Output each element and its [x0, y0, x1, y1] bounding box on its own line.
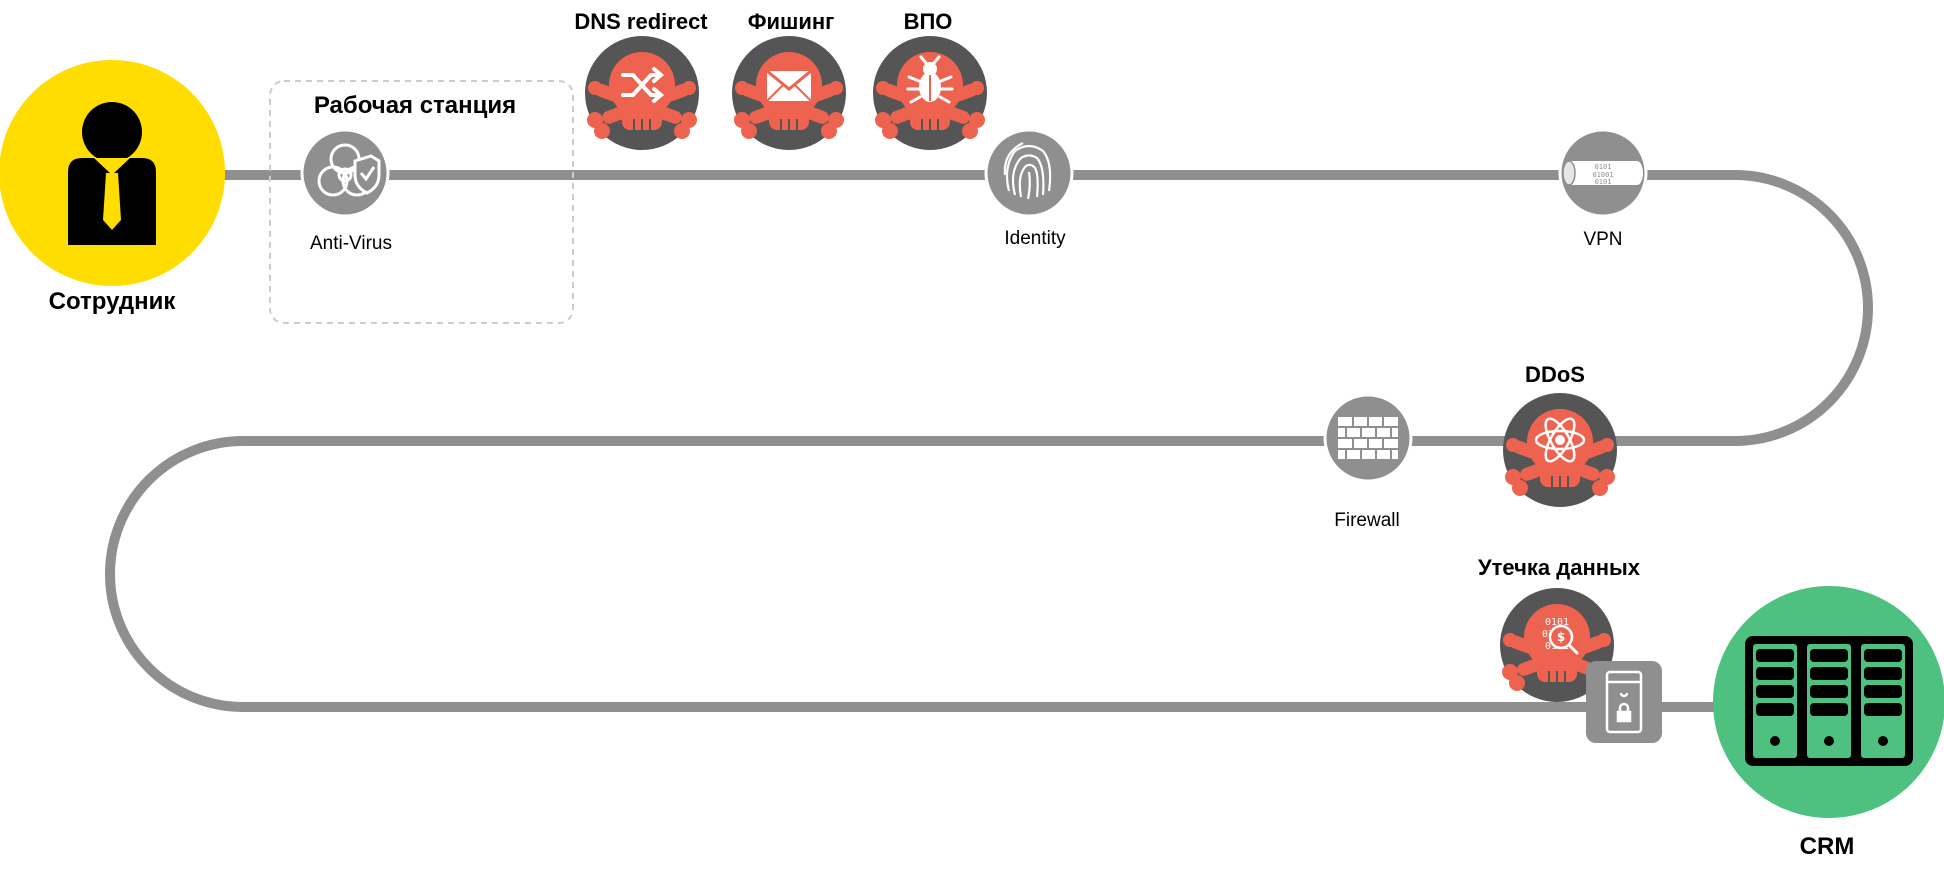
atom-icon — [1534, 417, 1586, 463]
connection-path — [105, 170, 1873, 712]
shuffle-arrows-icon — [621, 67, 665, 103]
antivirus-label: Anti-Virus — [309, 233, 393, 254]
ddos-threat[interactable] — [1502, 392, 1618, 508]
crm-node[interactable] — [1713, 586, 1944, 818]
person-with-tie-icon — [68, 102, 156, 245]
employee-label: Сотрудник — [48, 288, 176, 315]
dns-redirect-threat[interactable] — [584, 35, 700, 151]
phishing-threat[interactable] — [731, 35, 847, 151]
server-rack-icon — [1745, 636, 1913, 766]
vpn-node[interactable]: 0101 01001 0101 — [1558, 128, 1648, 218]
bug-icon — [906, 55, 954, 104]
locked-server-icon — [1605, 670, 1643, 734]
workstation-box — [269, 80, 574, 324]
svg-text:$: $ — [1557, 630, 1565, 644]
antivirus-node[interactable] — [300, 128, 390, 218]
brick-wall-icon — [1338, 417, 1398, 459]
malware-threat[interactable] — [872, 35, 988, 151]
identity-node[interactable] — [984, 128, 1074, 218]
vpn-label: VPN — [1583, 229, 1623, 250]
envelope-icon — [766, 69, 812, 102]
workstation-title: Рабочая станция — [313, 92, 517, 119]
svg-text:0101: 0101 — [1595, 163, 1612, 171]
data-leak-threat[interactable]: 0101 01001 0101 $ — [1499, 587, 1615, 703]
data-leak-label: Утечка данных — [1477, 555, 1641, 580]
binary-tunnel-icon: 0101 01001 0101 — [1562, 160, 1643, 186]
svg-text:0101: 0101 — [1545, 617, 1569, 628]
fingerprint-icon — [1003, 142, 1052, 200]
binary-search-icon: 0101 01001 0101 $ — [1542, 617, 1579, 655]
svg-text:0101: 0101 — [1595, 178, 1612, 186]
malware-label: ВПО — [903, 9, 953, 34]
dns-redirect-label: DNS redirect — [574, 9, 708, 34]
employee-node[interactable] — [0, 60, 225, 286]
identity-label: Identity — [1004, 228, 1066, 249]
locked-server-node[interactable] — [1586, 661, 1662, 743]
firewall-label: Firewall — [1334, 510, 1400, 531]
biohazard-shield-icon — [317, 143, 381, 197]
crm-label: CRM — [1799, 833, 1855, 860]
ddos-label: DDoS — [1525, 362, 1585, 387]
phishing-label: Фишинг — [747, 9, 835, 34]
svg-text:01001: 01001 — [1592, 171, 1613, 179]
firewall-node[interactable] — [1323, 393, 1413, 483]
